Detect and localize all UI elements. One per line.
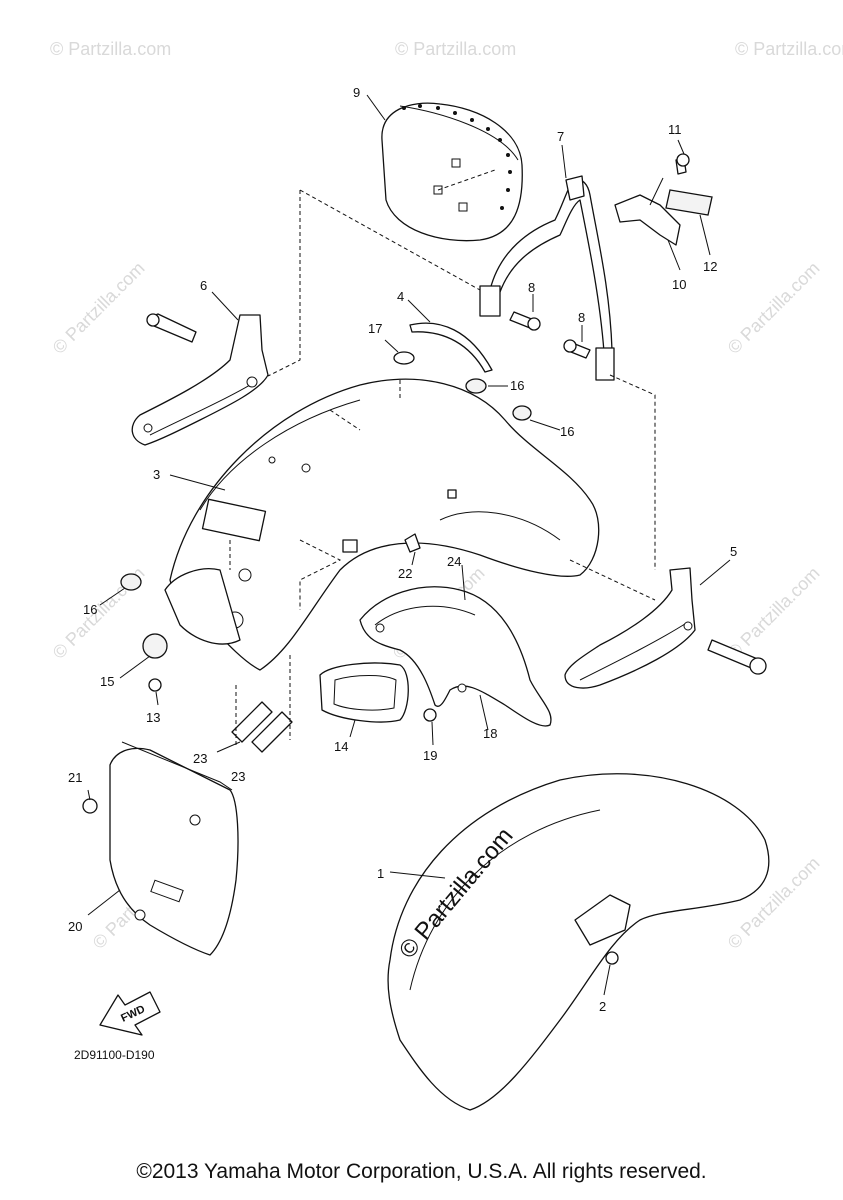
forward-direction-indicator: FWD	[99, 991, 161, 1036]
watermark: © Partzilla.com	[724, 563, 824, 663]
backrest-pad	[381, 102, 523, 242]
callout-label: 13	[146, 710, 160, 725]
callout-label: 20	[68, 919, 82, 934]
callout-label: 24	[447, 554, 461, 569]
fender-trim	[409, 322, 493, 373]
callout-label: 19	[423, 748, 437, 763]
callout-label: 4	[397, 289, 404, 304]
callout-label: 23	[231, 769, 245, 784]
left-fender-stay	[131, 313, 269, 446]
callout-label: 10	[672, 277, 686, 292]
callout-label: 18	[483, 726, 497, 741]
callout-label: 3	[153, 467, 160, 482]
callout-label: 21	[68, 770, 82, 785]
bracket-assembly	[614, 153, 713, 246]
watermark: © Partzilla.com	[395, 39, 516, 59]
callout-label: 12	[703, 259, 717, 274]
callout-label: 16	[560, 424, 574, 439]
copyright-notice: ©2013 Yamaha Motor Corporation, U.S.A. A…	[136, 1160, 707, 1183]
callout-label: 11	[668, 122, 682, 137]
callout-label: 8	[578, 310, 585, 325]
reflector-tapes	[231, 701, 293, 753]
diagram-code: 2D91100-D190	[74, 1048, 155, 1062]
inner-fender	[359, 586, 552, 727]
callout-label: 14	[334, 739, 348, 754]
callout-label: 8	[528, 280, 535, 295]
hardware	[82, 311, 619, 965]
assembly-lines	[235, 189, 656, 745]
backrest-bar	[479, 175, 615, 381]
callout-label: 9	[353, 85, 360, 100]
reflector	[319, 662, 409, 723]
callout-label: 16	[510, 378, 524, 393]
side-cover	[109, 741, 239, 956]
callout-label: 22	[398, 566, 412, 581]
callout-label: 5	[730, 544, 737, 559]
callout-label: 6	[200, 278, 207, 293]
exploded-view: © Partzilla.com © Partzilla.com © Partzi…	[49, 39, 843, 1111]
right-fender-stay	[564, 567, 767, 689]
rear-fender	[164, 378, 600, 671]
leader-lines	[87, 94, 731, 996]
callout-label: 17	[368, 321, 382, 336]
front-fender	[387, 773, 770, 1111]
watermark: © Partzilla.com	[50, 39, 171, 59]
callout-label: 15	[100, 674, 114, 689]
callout-label: 16	[83, 602, 97, 617]
watermark: © Partzilla.com	[49, 258, 149, 358]
callout-label: 1	[377, 866, 384, 881]
callout-labels: 1 2 3 4 5 6 7 8 8 9 10 11 12 13 14 15 16…	[68, 85, 737, 1014]
callout-label: 2	[599, 999, 606, 1014]
watermark: © Partzilla.com	[735, 39, 843, 59]
callout-label: 7	[557, 129, 564, 144]
watermark: © Partzilla.com	[724, 258, 824, 358]
callout-label: 23	[193, 751, 207, 766]
